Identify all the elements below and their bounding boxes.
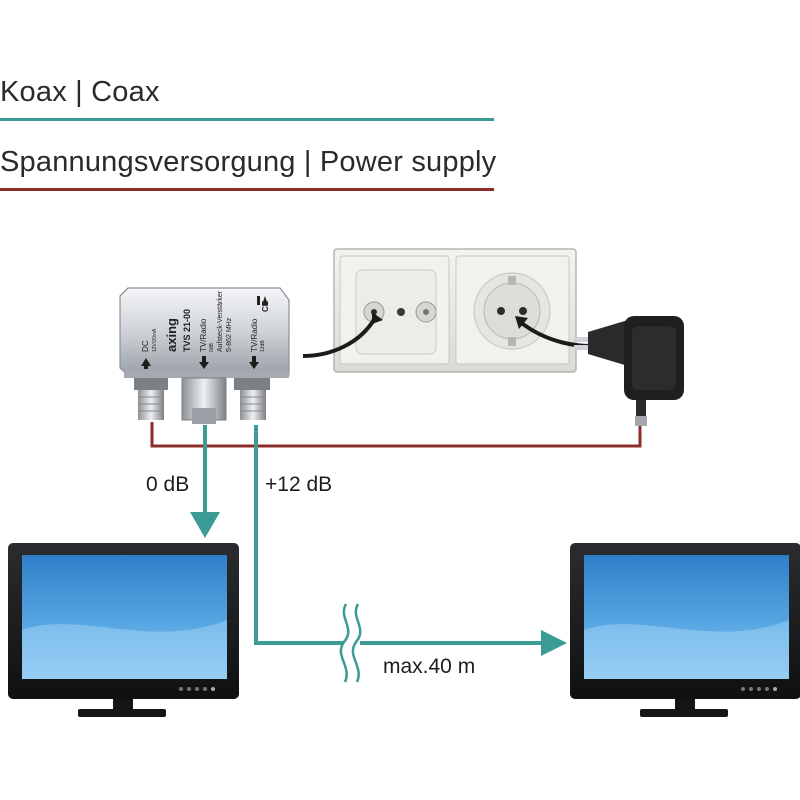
splitter-device: axing TVS 21-00 DC 12V/20mA TV/Radio 0dB… xyxy=(119,287,290,424)
tv-radio-1-arrow-icon xyxy=(199,356,209,369)
svg-text:axing: axing xyxy=(164,318,179,352)
dc-arrow-icon xyxy=(141,358,151,369)
tv-radio-2-connector xyxy=(234,378,270,420)
dc-connector xyxy=(134,378,168,420)
power-cable xyxy=(150,422,642,448)
tv-radio-2-sub: 12dB xyxy=(260,340,266,352)
legend-power-label: Spannungsversorgung | Power supply xyxy=(0,146,497,178)
freq-label: 5-862 MHz xyxy=(226,317,233,352)
output-left-label: 0 dB xyxy=(146,473,189,496)
tv-left xyxy=(8,543,239,717)
model-label: TVS 21-00 xyxy=(182,309,192,352)
legend-power-line xyxy=(0,188,494,191)
ia-logo-icon xyxy=(257,296,268,305)
amp-label: Aufsteck-Verstärker xyxy=(217,290,224,352)
legend-coax-line xyxy=(0,118,494,121)
power-socket-icon xyxy=(473,272,551,350)
tv-radio-1-label: TV/Radio xyxy=(199,318,208,352)
power-adapter xyxy=(515,316,684,426)
cable-break-icon xyxy=(339,603,362,683)
coax-cable-right xyxy=(254,425,567,656)
tv-radio-1-connector xyxy=(181,377,227,424)
antenna-cord xyxy=(302,312,383,358)
dc-sub-label: 12V/20mA xyxy=(152,328,158,352)
dc-label: DC xyxy=(141,340,150,352)
ce-mark: CE xyxy=(261,300,270,312)
coax-cable-left xyxy=(190,425,220,538)
distance-label: max.40 m xyxy=(383,655,475,678)
tv-radio-2-label: TV/Radio xyxy=(250,318,259,352)
wall-outlet-plate xyxy=(333,248,577,373)
legend-coax-label: Koax | Coax xyxy=(0,76,160,108)
tv-radio-1-sub: 0dB xyxy=(209,342,215,352)
tv-radio-2-arrow-icon xyxy=(249,356,259,369)
tv-right xyxy=(570,543,800,717)
antenna-socket-icon xyxy=(355,269,437,355)
output-right-label: +12 dB xyxy=(265,473,332,496)
brand-label: axing xyxy=(164,318,179,352)
